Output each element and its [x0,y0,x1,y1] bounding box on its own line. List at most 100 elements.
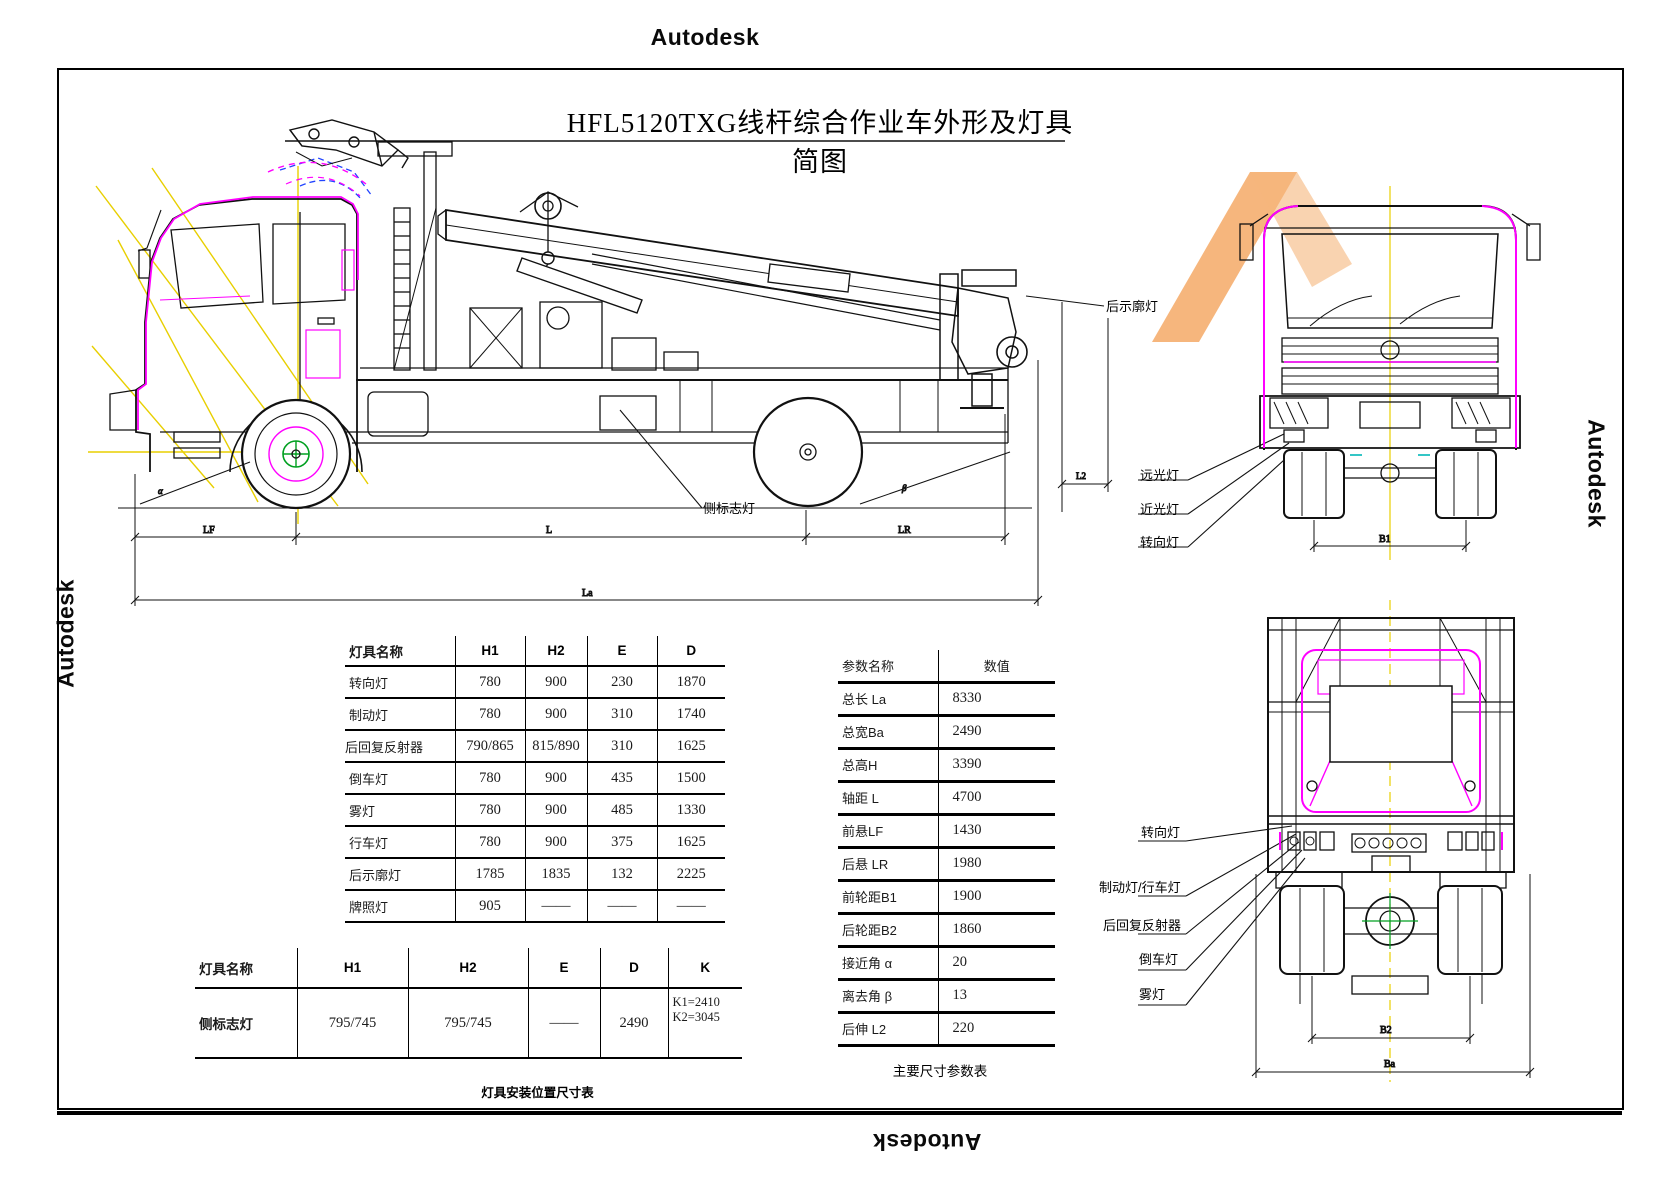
column-header: H2 [524,636,587,667]
rear-right-wheels [1437,885,1503,975]
column-header: E [586,636,657,667]
table-row: 前悬LF 1430 [838,814,1055,849]
table-cell: 总高H [838,748,938,783]
table-cell: 900 [524,762,587,795]
column-header: D [656,636,725,667]
callout-reverse-lamp: 倒车灯 [1139,952,1179,967]
rear-window [1329,685,1453,763]
table-cell: 132 [586,858,657,891]
table-cell: 2490 [937,715,1055,750]
table-cell: 780 [454,698,525,731]
table-cell: 310 [586,730,657,763]
callout-side-marker-lamp: 侧标志灯 [703,501,756,516]
table-header-row: 灯具名称 H1 H2 E D K [195,948,742,989]
table-cell: 前轮距B1 [838,880,938,915]
rear-lamp-bar [1287,831,1495,873]
table-cell: 900 [524,826,587,859]
table-cell: 1980 [937,847,1055,882]
mast [377,141,453,371]
table-cell: 接近角 α [838,946,938,981]
param-table-caption: 主要尺寸参数表 [892,1064,988,1079]
table-cell: 790/865 [454,730,525,763]
callout-leader-lines [619,295,1306,1006]
table-cell: 倒车灯 [345,762,455,795]
magenta-cab-overlay [137,161,367,430]
column-header: E [527,948,600,989]
license-plate [1359,401,1421,429]
lamp-position-table: 灯具名称 H1 H2 E D 转向灯 780 900 230 1870 制动灯 … [345,636,725,923]
table-cell: 310 [586,698,657,731]
table-row: 轴距 L 4700 [838,781,1055,816]
front-left-wheel [1283,449,1345,519]
table-cell: 20 [937,946,1055,981]
main-dimension-table: 参数名称 数值 总长 La 8330 总宽Ba 2490 总高H 3390 轴距… [838,650,1055,1047]
callout-front-turn-lamp: 转向灯 [1140,535,1180,550]
door-window [272,223,346,305]
column-header: H2 [407,948,528,989]
table-cell: 8330 [937,682,1055,717]
dim-label-la: La [582,588,593,599]
table-cell: 侧标志灯 [195,988,297,1059]
table-row: 侧标志灯 795/745 795/745 —— 2490 K1=2410 K2=… [195,988,742,1059]
table-cell: 780 [454,762,525,795]
front-windshield [1281,233,1499,329]
table-row: 后轮距B2 1860 [838,913,1055,948]
column-header: H1 [296,948,408,989]
callout-high-beam: 远光灯 [1140,468,1180,483]
windshield [170,223,264,309]
side-marker-lamp-table: 灯具名称 H1 H2 E D K 侧标志灯 795/745 795/745 ——… [195,948,742,1059]
table-cell: 900 [524,794,587,827]
table-cell: 轴距 L [838,781,938,816]
table-cell: 1625 [656,826,725,859]
orange-logo-watermark [1152,172,1352,342]
left-headlight [1269,397,1329,429]
column-header: D [599,948,668,989]
table-cell: 485 [586,794,657,827]
dim-label-alpha: α [158,486,163,496]
table-cell: 780 [454,826,525,859]
table-cell: 总长 La [838,682,938,717]
table-cell: 1625 [656,730,725,763]
table-row: 制动灯 780 900 310 1740 [345,698,725,731]
table-cell: 900 [524,698,587,731]
side-view-dimensions: LF L LR La L2 α β [130,302,1113,606]
equipment-boxes [469,301,699,431]
dim-label-l2: L2 [1076,471,1086,481]
dim-label-l: L [546,525,552,536]
table-cell: 795/745 [296,988,408,1059]
table-cell: 1500 [656,762,725,795]
table-row: 后示廓灯 1785 1835 132 2225 [345,858,725,891]
callout-rear-outline-lamp: 后示廓灯 [1106,299,1159,314]
right-headlight [1451,397,1511,429]
table-cell: 后轮距B2 [838,913,938,948]
dim-label-ba: Ba [1384,1059,1396,1070]
front-view-drawing: B1 [1239,186,1541,560]
table-cell: 总宽Ba [838,715,938,750]
boom [437,191,959,331]
side-view-drawing [88,119,1032,524]
table-cell: 780 [454,666,525,699]
table-cell: 435 [586,762,657,795]
page-title: HFL5120TXG线杆综合作业车外形及灯具简图 [566,108,1074,177]
table-cell: 230 [586,666,657,699]
rear-view-dimensions: B2 Ba [1251,874,1535,1078]
table-cell: K1=2410 K2=3045 [667,988,742,1059]
table-cell: 雾灯 [345,794,455,827]
table-cell: 1740 [656,698,725,731]
table-cell: 1785 [454,858,525,891]
table-cell: 行车灯 [345,826,455,859]
table-cell: 后回复反射器 [345,730,455,763]
column-header: K [667,948,742,989]
table-cell: 制动灯 [345,698,455,731]
watermark-top: Autodesk [650,24,760,50]
rear-left-wheels [1279,885,1345,975]
table-row: 总宽Ba 2490 [838,715,1055,750]
k1-value: K1=2410 [672,995,720,1009]
rear-wheel [752,396,864,508]
dim-label-beta: β [901,483,907,493]
rear-view-drawing: B2 Ba [1251,600,1535,1082]
table-cell: 1330 [656,794,725,827]
callout-brake-running-lamp: 制动灯/行车灯 [1099,880,1181,895]
callout-rear-reflector: 后回复反射器 [1103,918,1182,933]
